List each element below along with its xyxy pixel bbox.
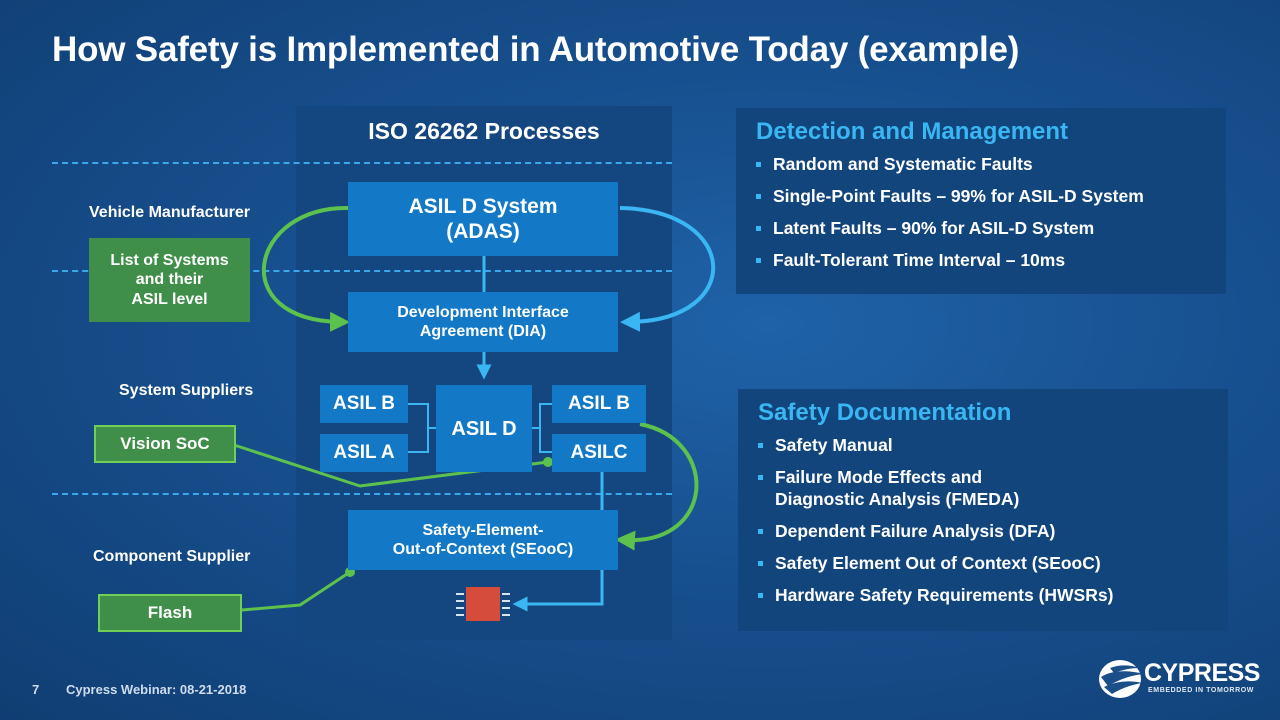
asil-a-box: ASIL A bbox=[320, 434, 408, 472]
asil-c-box: ASILC bbox=[552, 434, 646, 472]
asil-d-system-line: (ADAS) bbox=[446, 220, 520, 243]
iso-process-title: ISO 26262 Processes bbox=[368, 118, 600, 144]
asil-b-right-box: ASIL B bbox=[552, 385, 646, 423]
list-of-systems-line: and their bbox=[135, 271, 204, 289]
role-vehicle-manufacturer: Vehicle Manufacturer bbox=[89, 204, 250, 221]
list-item: Random and Systematic Faults bbox=[756, 153, 1206, 175]
list-item-line: Failure Mode Effects and bbox=[775, 467, 983, 487]
separator-line bbox=[52, 493, 672, 495]
documentation-list: Safety Manual Failure Mode Effects and D… bbox=[758, 434, 1208, 606]
seooc-line: Out-of-Context (SEooC) bbox=[392, 541, 574, 558]
asil-d-system-line: ASIL D System bbox=[408, 194, 558, 218]
seooc-box: Safety-Element- Out-of-Context (SEooC) bbox=[348, 510, 618, 570]
logo-tagline: EMBEDDED IN TOMORROW bbox=[1148, 687, 1254, 694]
dia-box: Development Interface Agreement (DIA) bbox=[348, 292, 618, 352]
list-item: Fault-Tolerant Time Interval – 10ms bbox=[756, 249, 1206, 271]
chip-icon bbox=[456, 587, 510, 621]
seooc-line: Safety-Element- bbox=[422, 521, 544, 539]
role-component-supplier: Component Supplier bbox=[93, 548, 251, 565]
dia-line: Agreement (DIA) bbox=[419, 323, 547, 340]
role-system-suppliers: System Suppliers bbox=[119, 382, 254, 399]
documentation-panel: Safety Documentation Safety Manual Failu… bbox=[738, 389, 1228, 631]
asil-b-left-box: ASIL B bbox=[320, 385, 408, 423]
asil-d-box: ASIL D bbox=[436, 385, 532, 472]
list-item-line: Diagnostic Analysis (FMEDA) bbox=[775, 489, 1020, 509]
list-item: Safety Element Out of Context (SEooC) bbox=[758, 552, 1208, 574]
detection-panel: Detection and Management Random and Syst… bbox=[736, 108, 1226, 294]
slide-title: How Safety is Implemented in Automotive … bbox=[52, 30, 1020, 69]
list-item: Failure Mode Effects and Diagnostic Anal… bbox=[758, 466, 1208, 510]
list-item: Latent Faults – 90% for ASIL-D System bbox=[756, 217, 1206, 239]
documentation-heading: Safety Documentation bbox=[758, 399, 1012, 426]
separator-line bbox=[52, 162, 672, 164]
footer-text: Cypress Webinar: 08-21-2018 bbox=[66, 682, 247, 697]
list-of-systems-line: List of Systems bbox=[110, 252, 229, 270]
separator-line bbox=[52, 270, 672, 272]
detection-list: Random and Systematic Faults Single-Poin… bbox=[756, 153, 1206, 271]
vision-soc-box: Vision SoC bbox=[94, 425, 236, 463]
list-item: Hardware Safety Requirements (HWSRs) bbox=[758, 584, 1208, 606]
cypress-tree-icon bbox=[1099, 660, 1144, 698]
list-of-systems-box: List of Systems and their ASIL level bbox=[89, 238, 250, 322]
list-item: Single-Point Faults – 99% for ASIL-D Sys… bbox=[756, 185, 1206, 207]
detection-heading: Detection and Management bbox=[756, 118, 1069, 145]
list-item: Dependent Failure Analysis (DFA) bbox=[758, 520, 1208, 542]
asil-d-system-box: ASIL D System (ADAS) bbox=[348, 182, 618, 256]
logo-wordmark: CYPRESS bbox=[1144, 659, 1260, 687]
dia-line: Development Interface bbox=[397, 303, 569, 321]
page-number: 7 bbox=[32, 682, 40, 697]
cypress-logo: CYPRESS EMBEDDED IN TOMORROW bbox=[1098, 657, 1260, 701]
list-item: Safety Manual bbox=[758, 434, 1208, 456]
list-of-systems-line: ASIL level bbox=[131, 290, 208, 308]
flash-box: Flash bbox=[98, 594, 242, 632]
